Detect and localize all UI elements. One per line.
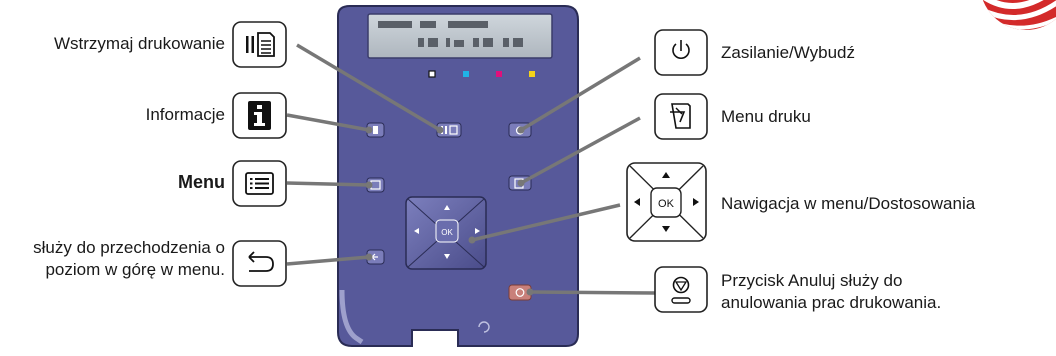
- led-yellow: [529, 71, 535, 77]
- label-information: Informacje: [145, 105, 225, 124]
- back-icon: [232, 240, 287, 287]
- label-cancel-line1: Przycisk Anuluj służy do: [721, 271, 903, 290]
- label-back-line2: poziom w górę w menu.: [45, 260, 225, 279]
- brand-logo: [980, 0, 1056, 30]
- printer-panel: [337, 5, 579, 347]
- menu-icon: [232, 160, 287, 207]
- lcd-text: [378, 21, 523, 47]
- label-back-line1: służy do przechodzenia o: [33, 238, 225, 257]
- panel-ok-text: OK: [441, 228, 453, 237]
- callout-lines: [286, 43, 656, 295]
- label-power-wake: Zasilanie/Wybudź: [721, 43, 856, 62]
- callout-dots: [365, 126, 534, 296]
- label-pause-printing: Wstrzymaj drukowanie: [54, 34, 225, 53]
- power-icon: [654, 29, 708, 76]
- panel-button-cancel[interactable]: [508, 284, 532, 301]
- cancel-icon: [654, 266, 708, 313]
- pause-print-icon: [232, 21, 287, 68]
- label-navigation: Nawigacja w menu/Dostosowania: [721, 194, 976, 213]
- print-menu-icon: [654, 93, 708, 140]
- panel-navigation-pad[interactable]: OK: [405, 196, 487, 270]
- label-print-menu: Menu druku: [721, 107, 811, 126]
- lcd-screen: [367, 13, 553, 59]
- nav-ok-text: OK: [658, 198, 675, 210]
- led-cyan: [463, 71, 469, 77]
- label-menu: Menu: [178, 172, 225, 192]
- led-black: [428, 70, 436, 78]
- label-cancel-line2: anulowania prac drukowania.: [721, 293, 942, 312]
- nav-ok-icon: OK: [626, 162, 707, 242]
- info-icon: [232, 92, 287, 139]
- panel-wake-indicator: [478, 321, 490, 333]
- led-magenta: [496, 71, 502, 77]
